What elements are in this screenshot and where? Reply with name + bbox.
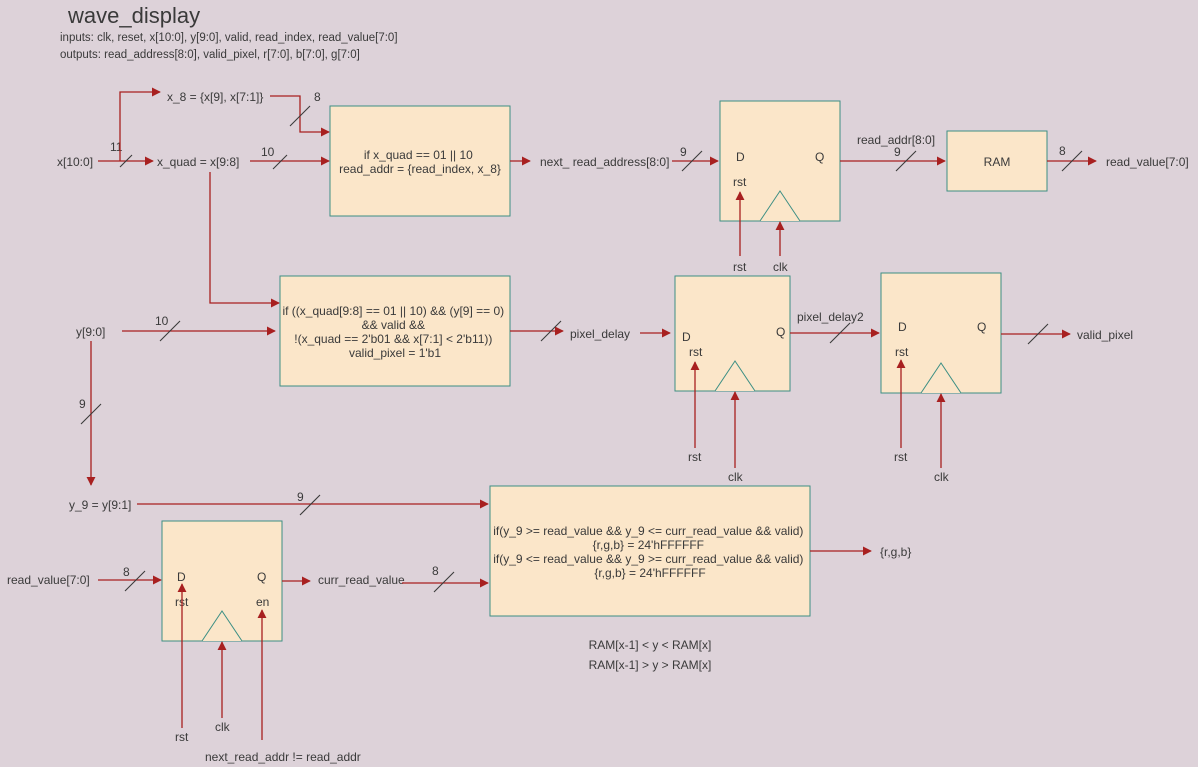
- pixel-delay-label: pixel_delay: [570, 327, 630, 341]
- y9-label: y_9 = y[9:1]: [69, 498, 131, 512]
- ff4-rst-input: rst: [175, 730, 189, 744]
- read-addr-bus-label: read_addr[8:0]: [857, 133, 935, 147]
- ff2-d-label: D: [682, 330, 691, 344]
- ff2-rst-input: rst: [688, 450, 702, 464]
- ff4-clock-triangle: [201, 610, 243, 642]
- curr-read-width-slash: [433, 571, 455, 593]
- ff1-clk-input: clk: [773, 260, 789, 274]
- note-2: RAM[x-1] > y > RAM[x]: [589, 658, 712, 672]
- y-width: 10: [155, 314, 169, 328]
- address-logic-text: if x_quad == 01 || 10 read_addr = {read_…: [339, 148, 501, 176]
- ram-out-width-slash: [1061, 150, 1083, 172]
- color-logic-block: [489, 485, 811, 617]
- ram-out-width: 8: [1059, 144, 1066, 158]
- y-down-width-slash: [80, 403, 102, 425]
- ff3-q-label: Q: [977, 320, 986, 334]
- ff3-rst-input: rst: [894, 450, 908, 464]
- read-value-in-label: read_value[7:0]: [7, 573, 90, 587]
- x8-label: x_8 = {x[9], x[7:1]}: [167, 90, 263, 104]
- read-value-width-slash: [124, 570, 146, 592]
- pixel-out-slash: [540, 320, 562, 342]
- curr-read-width: 8: [432, 564, 439, 578]
- rgb-out-label: {r,g,b}: [880, 545, 911, 559]
- color-logic-text: if(y_9 >= read_value && y_9 <= curr_read…: [493, 524, 807, 580]
- next-addr-width: 9: [680, 145, 687, 159]
- y9-width: 9: [297, 490, 304, 504]
- pixel-delay2-label: pixel_delay2: [797, 310, 864, 324]
- ff1-clock-triangle: [759, 190, 801, 222]
- xquad-width: 10: [261, 145, 275, 159]
- ff2-clock-triangle: [714, 360, 756, 392]
- ff3-rst-label: rst: [895, 345, 909, 359]
- x8-width-slash: [289, 105, 311, 127]
- inputs-list: inputs: clk, reset, x[10:0], y[9:0], val…: [60, 32, 398, 44]
- ff1-q-label: Q: [815, 150, 824, 164]
- ff4-clk-input: clk: [215, 720, 231, 734]
- y-down-width: 9: [79, 397, 86, 411]
- x-input-width-slash: [119, 154, 133, 168]
- ram-label: RAM: [984, 155, 1011, 169]
- x-input-label: x[10:0]: [57, 155, 93, 169]
- enable-condition-label: next_read_addr != read_addr: [205, 750, 361, 764]
- read-value-out-label: read_value[7:0]: [1106, 155, 1189, 169]
- ff1-d-label: D: [736, 150, 745, 164]
- ff4-en-label: en: [256, 595, 269, 609]
- valid-pixel-slash: [1027, 323, 1049, 345]
- xquad-width-slash: [272, 154, 288, 170]
- ff2-q-label: Q: [776, 325, 785, 339]
- curr-read-value-label: curr_read_value: [318, 573, 405, 587]
- address-logic-block: [329, 105, 511, 217]
- y-width-slash: [159, 320, 181, 342]
- ff4-q-label: Q: [257, 570, 266, 584]
- ff1-rst-label: rst: [733, 175, 747, 189]
- pixel-delay2-slash: [829, 322, 851, 344]
- read-addr-width-slash: [895, 150, 917, 172]
- x-input-width: 11: [110, 140, 123, 154]
- y-input-label: y[9:0]: [76, 325, 105, 339]
- next-read-address-label: next_ read_address[8:0]: [540, 155, 669, 169]
- read-addr-width: 9: [894, 145, 901, 159]
- ff2-clk-input: clk: [728, 470, 744, 484]
- read-value-width: 8: [123, 565, 130, 579]
- xquad-to-pixel-wire: [209, 172, 280, 308]
- pixel-valid-logic-text: if ((x_quad[9:8] == 01 || 10) && (y[9] =…: [282, 304, 507, 360]
- ff3-clk-input: clk: [934, 470, 950, 484]
- ff2-rst-label: rst: [689, 345, 703, 359]
- note-1: RAM[x-1] < y < RAM[x]: [589, 638, 712, 652]
- y9-width-slash: [299, 494, 321, 516]
- ff3-d-label: D: [898, 320, 907, 334]
- x8-width: 8: [314, 90, 321, 104]
- next-addr-width-slash: [681, 150, 703, 172]
- ff1-rst-input: rst: [733, 260, 747, 274]
- ff4-d-label: D: [177, 570, 186, 584]
- x8-to-addr-wire: [270, 95, 330, 137]
- valid-pixel-label: valid_pixel: [1077, 328, 1133, 342]
- x-to-x8-wire: [119, 87, 161, 161]
- outputs-list: outputs: read_address[8:0], valid_pixel,…: [60, 49, 360, 61]
- xquad-label: x_quad = x[9:8]: [157, 155, 239, 169]
- ff3-clock-triangle: [920, 362, 962, 394]
- diagram-title: wave_display: [67, 3, 200, 28]
